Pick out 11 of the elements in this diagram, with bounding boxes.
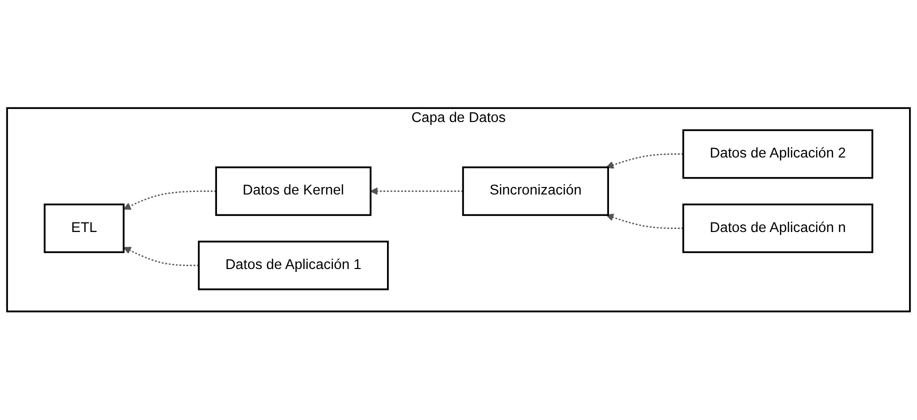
arrow bbox=[123, 247, 199, 266]
node-box: Datos de Aplicación 1 bbox=[198, 240, 389, 290]
arrow bbox=[606, 214, 684, 230]
arrow bbox=[123, 190, 216, 210]
node-box: Datos de Kernel bbox=[215, 166, 372, 216]
node-box: ETL bbox=[44, 204, 125, 254]
node-box: Datos de Aplicación n bbox=[682, 204, 874, 254]
arrow bbox=[606, 154, 684, 169]
arrow bbox=[370, 188, 464, 196]
node-box: Datos de Aplicación 2 bbox=[682, 130, 874, 180]
node-box: Sincronización bbox=[462, 166, 609, 216]
